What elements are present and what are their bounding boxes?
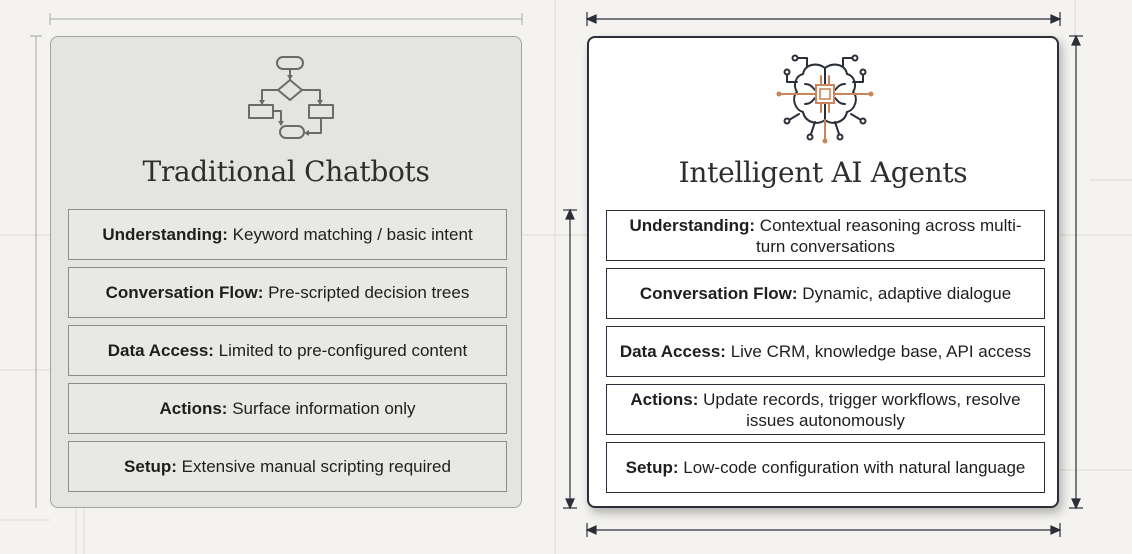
feature-value: Surface information only [232, 399, 416, 418]
feature-label: Data Access: [107, 341, 214, 360]
card-title: Intelligent AI Agents [678, 156, 968, 189]
card-title: Traditional Chatbots [142, 155, 430, 188]
ai-brain-circuit-icon [776, 54, 874, 144]
feature-row-actions: Actions: Update records, trigger workflo… [606, 384, 1045, 435]
feature-row-data-access: Data Access: Limited to pre-configured c… [68, 325, 507, 376]
feature-value: Update records, trigger workflows, resol… [703, 389, 1021, 430]
feature-list: Understanding: Keyword matching / basic … [68, 209, 507, 499]
intelligent-ai-agents-card: Intelligent AI Agents Understanding: Con… [587, 36, 1059, 508]
feature-list: Understanding: Contextual reasoning acro… [606, 210, 1045, 500]
feature-row-conversation-flow: Conversation Flow: Pre-scripted decision… [68, 267, 507, 318]
feature-row-setup: Setup: Low-code configuration with natur… [606, 442, 1045, 493]
feature-label: Understanding: [629, 215, 756, 235]
feature-value: Limited to pre-configured content [218, 341, 468, 360]
feature-label: Data Access: [619, 342, 726, 361]
feature-label: Actions: [159, 399, 228, 418]
feature-value: Keyword matching / basic intent [232, 225, 473, 244]
feature-value: Low-code configuration with natural lang… [683, 458, 1026, 477]
feature-label: Setup: [625, 458, 679, 477]
feature-label: Understanding: [102, 225, 228, 244]
feature-value: Pre-scripted decision trees [268, 283, 470, 302]
feature-value: Contextual reasoning across multi-turn c… [756, 215, 1022, 256]
flowchart-icon [248, 56, 334, 139]
feature-label: Actions: [630, 389, 699, 409]
feature-row-conversation-flow: Conversation Flow: Dynamic, adaptive dia… [606, 268, 1045, 319]
feature-label: Setup: [124, 457, 177, 476]
feature-row-data-access: Data Access: Live CRM, knowledge base, A… [606, 326, 1045, 377]
traditional-chatbots-card: Traditional Chatbots Understanding: Keyw… [50, 36, 522, 508]
feature-row-setup: Setup: Extensive manual scripting requir… [68, 441, 507, 492]
feature-value: Extensive manual scripting required [181, 457, 451, 476]
feature-label: Conversation Flow: [639, 284, 798, 303]
feature-row-understanding: Understanding: Keyword matching / basic … [68, 209, 507, 260]
feature-row-understanding: Understanding: Contextual reasoning acro… [606, 210, 1045, 261]
feature-label: Conversation Flow: [105, 283, 264, 302]
feature-row-actions: Actions: Surface information only [68, 383, 507, 434]
feature-value: Dynamic, adaptive dialogue [802, 284, 1012, 303]
feature-value: Live CRM, knowledge base, API access [730, 342, 1032, 361]
